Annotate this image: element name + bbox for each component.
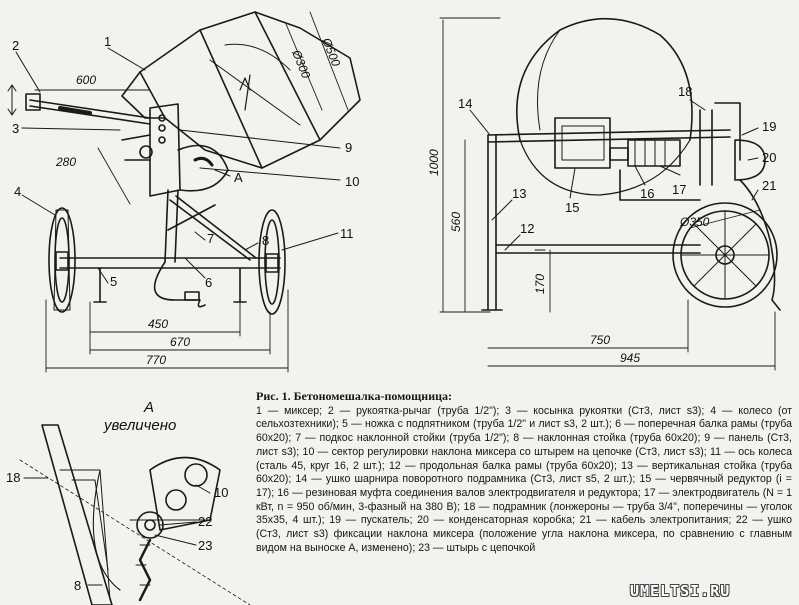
- figure-caption: Рис. 1. Бетономешалка-помощница: 1 — мик…: [256, 389, 792, 555]
- front-label-13: 13: [512, 186, 526, 201]
- detail-label-18: 18: [6, 470, 20, 485]
- dim-450: 450: [148, 317, 168, 331]
- front-view-dimensions: [439, 17, 776, 371]
- detail-view-a: [19, 424, 251, 605]
- front-label-20: 20: [762, 150, 776, 165]
- side-view-leaders: [15, 47, 341, 284]
- side-label-a: A: [234, 170, 243, 185]
- side-label-2: 2: [12, 38, 19, 53]
- dim-1000: 1000: [427, 149, 441, 176]
- side-label-1: 1: [104, 34, 111, 49]
- gearbox: [554, 117, 611, 169]
- power-cable: [739, 179, 781, 311]
- site-watermark: UMELTSI.RU: [630, 582, 731, 600]
- front-view: [439, 17, 781, 371]
- detail-title-letter: A: [143, 399, 154, 416]
- side-label-5: 5: [110, 274, 117, 289]
- handle-lever: [25, 93, 151, 125]
- front-label-17: 17: [672, 182, 686, 197]
- subframe: [487, 102, 741, 186]
- detail-label-22: 22: [198, 514, 212, 529]
- left-wheel: [48, 207, 76, 313]
- front-view-leaders: [469, 99, 759, 251]
- dim-d300: Ø300: [289, 47, 313, 81]
- dim-d350: Ø350: [679, 215, 710, 229]
- detail-label-23: 23: [198, 538, 212, 553]
- detail-label-8: 8: [74, 578, 81, 593]
- side-label-8: 8: [262, 233, 269, 248]
- side-view: [7, 11, 361, 373]
- caption-title: Рис. 1. Бетономешалка-помощница:: [256, 389, 453, 403]
- front-label-16: 16: [640, 186, 654, 201]
- side-label-4: 4: [14, 184, 21, 199]
- dim-280: 280: [55, 155, 76, 169]
- caption-body: 1 — миксер; 2 — рукоятка-рычаг (труба 1/…: [256, 404, 792, 554]
- side-label-11: 11: [340, 226, 354, 241]
- dim-670: 670: [170, 335, 190, 349]
- dim-600: 600: [76, 73, 96, 87]
- side-label-9: 9: [345, 140, 352, 155]
- mixer-drum: [121, 11, 361, 169]
- side-label-6: 6: [205, 275, 212, 290]
- dim-770: 770: [146, 353, 166, 367]
- detail-leaders: [23, 477, 211, 586]
- motor: [609, 139, 681, 167]
- front-label-21: 21: [762, 178, 776, 193]
- dim-d500: Ø500: [319, 35, 343, 69]
- dim-945: 945: [620, 351, 640, 365]
- right-wheel: [258, 209, 286, 315]
- frame: [59, 189, 281, 308]
- dim-560: 560: [449, 212, 463, 232]
- capacitor-box: [734, 139, 766, 181]
- side-label-3: 3: [12, 121, 19, 136]
- dim-750: 750: [590, 333, 610, 347]
- detail-title-word: увеличено: [103, 417, 176, 434]
- front-label-14: 14: [458, 96, 472, 111]
- front-wheel: [672, 202, 778, 308]
- side-label-7: 7: [207, 231, 214, 246]
- front-label-19: 19: [762, 119, 776, 134]
- front-label-15: 15: [565, 200, 579, 215]
- front-label-18: 18: [678, 84, 692, 99]
- side-label-10: 10: [345, 174, 359, 189]
- dim-170: 170: [533, 274, 547, 294]
- front-label-12: 12: [520, 221, 534, 236]
- side-view-dimensions: [34, 11, 349, 373]
- front-frame: [481, 134, 701, 311]
- detail-label-10: 10: [214, 485, 228, 500]
